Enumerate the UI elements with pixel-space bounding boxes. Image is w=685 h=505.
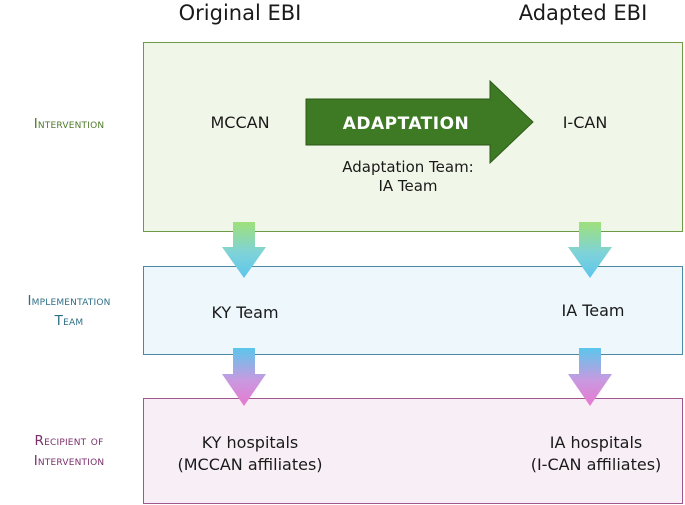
row-label-intervention: Intervention (33, 116, 105, 132)
adapted-recipient-line-1: IA hospitals (549, 433, 643, 452)
header-adapted-ebi: Adapted EBI (518, 1, 648, 25)
down-arrow-original-2 (222, 348, 266, 406)
row-label-recipient: Recipient of Intervention (33, 433, 105, 469)
original-recipient-line-1: KY hospitals (201, 433, 299, 452)
original-recipient-line-2: (MCCAN affiliates) (177, 455, 323, 474)
adapted-implementation-team: IA Team (561, 301, 625, 320)
adaptation-team-label: Adaptation Team: IA Team (342, 158, 474, 195)
down-arrow-original-1 (222, 222, 266, 278)
adapted-recipients: IA hospitals (I-CAN affiliates) (516, 432, 676, 476)
original-recipients: KY hospitals (MCCAN affiliates) (170, 432, 330, 476)
recipient-band (143, 398, 683, 504)
adaptation-arrow (305, 79, 534, 165)
adapted-recipient-line-2: (I-CAN affiliates) (530, 455, 662, 474)
implementation-team-band (143, 266, 683, 355)
original-intervention-name: MCCAN (210, 113, 270, 132)
down-arrow-adapted-1 (568, 222, 612, 278)
down-arrow-adapted-2 (568, 348, 612, 406)
original-implementation-team: KY Team (211, 303, 279, 322)
header-original-ebi: Original EBI (178, 1, 302, 25)
adaptation-label: ADAPTATION (342, 114, 470, 134)
adapted-intervention-name: I-CAN (562, 113, 608, 132)
row-label-implementation-team: Implementation Team (27, 293, 111, 329)
